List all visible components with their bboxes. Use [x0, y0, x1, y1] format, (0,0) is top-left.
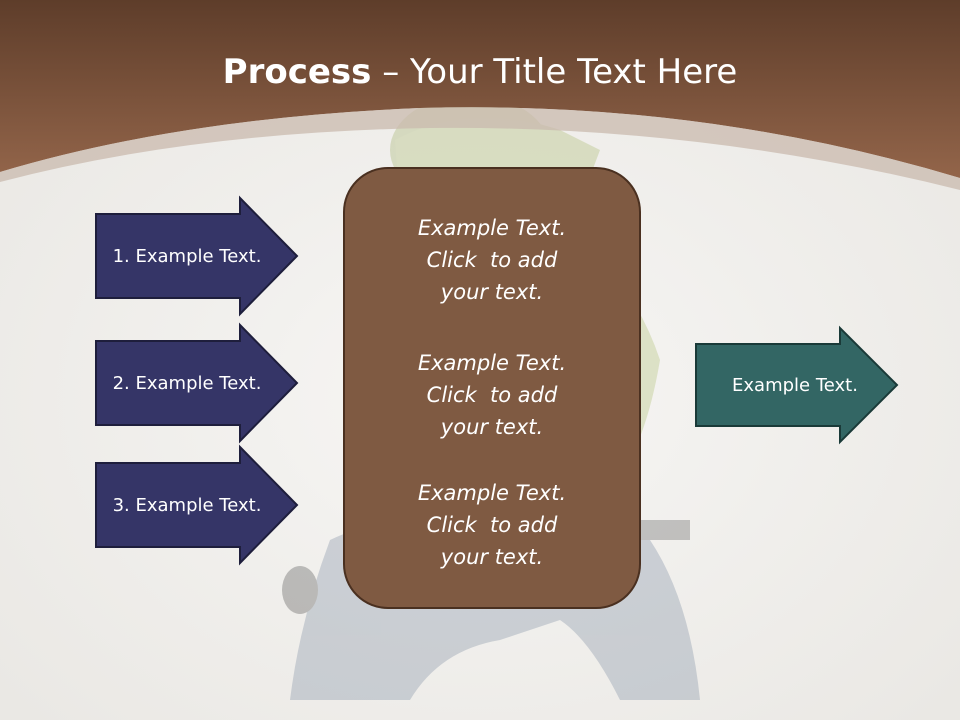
title-bold: Process [222, 52, 372, 92]
right-arrow-shape [695, 325, 899, 445]
title-separator: – [371, 52, 411, 92]
block-3-line-3: your text. [440, 545, 544, 569]
arrow-shape-1 [95, 195, 299, 317]
left-arrow-label-3: 3. Example Text. [112, 494, 262, 516]
right-arrow[interactable]: Example Text. [696, 344, 894, 426]
header-band [0, 0, 960, 178]
center-text-block-3[interactable]: Example Text. Click to add your text. [345, 477, 639, 573]
block-3-line-2: Click to add [426, 513, 558, 537]
block-2-line-1: Example Text. [417, 351, 567, 375]
block-1-line-1: Example Text. [417, 216, 567, 240]
block-2-line-3: your text. [440, 415, 544, 439]
left-arrow-label-1: 1. Example Text. [112, 245, 262, 267]
center-text-block-1[interactable]: Example Text. Click to add your text. [345, 212, 639, 308]
arrow-shape-3 [95, 444, 299, 566]
arrow-shape-2 [95, 322, 299, 444]
block-3-line-1: Example Text. [417, 481, 567, 505]
block-2-line-2: Click to add [426, 383, 558, 407]
left-arrow-3[interactable]: 3. Example Text. [96, 463, 278, 547]
left-arrow-1[interactable]: 1. Example Text. [96, 214, 278, 298]
right-arrow-label: Example Text. [732, 374, 858, 396]
block-1-line-3: your text. [440, 280, 544, 304]
left-arrow-label-2: 2. Example Text. [112, 372, 262, 394]
block-1-line-2: Click to add [426, 248, 558, 272]
title-rest: Your Title Text Here [410, 52, 738, 92]
header-swoosh [0, 107, 960, 190]
left-arrow-2[interactable]: 2. Example Text. [96, 341, 278, 425]
center-box-shape [343, 167, 641, 609]
center-text-block-2[interactable]: Example Text. Click to add your text. [345, 347, 639, 443]
slide-title[interactable]: Process – Your Title Text Here [0, 52, 960, 92]
